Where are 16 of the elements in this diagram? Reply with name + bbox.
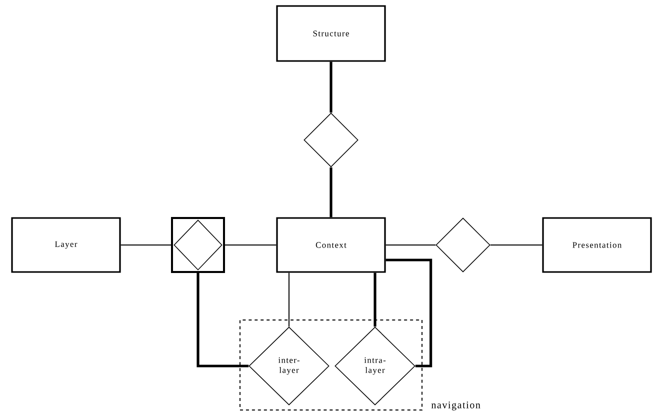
connector-line [196, 273, 249, 368]
entity-box: Presentation [542, 217, 652, 273]
connector-line [374, 272, 376, 327]
connector-line [385, 244, 436, 246]
connector-line [386, 258, 432, 368]
relationship-diamond [436, 218, 490, 272]
entity-box: Structure [276, 5, 386, 62]
connector-line [330, 62, 332, 113]
connector-line [330, 167, 332, 218]
entity-box: Context [276, 217, 386, 273]
connector-line [490, 244, 543, 246]
relationship-diamond [304, 112, 358, 168]
connector-line [120, 244, 172, 246]
connector-line [288, 272, 290, 328]
entity-box: Layer [11, 217, 121, 273]
connector-line [224, 244, 277, 246]
